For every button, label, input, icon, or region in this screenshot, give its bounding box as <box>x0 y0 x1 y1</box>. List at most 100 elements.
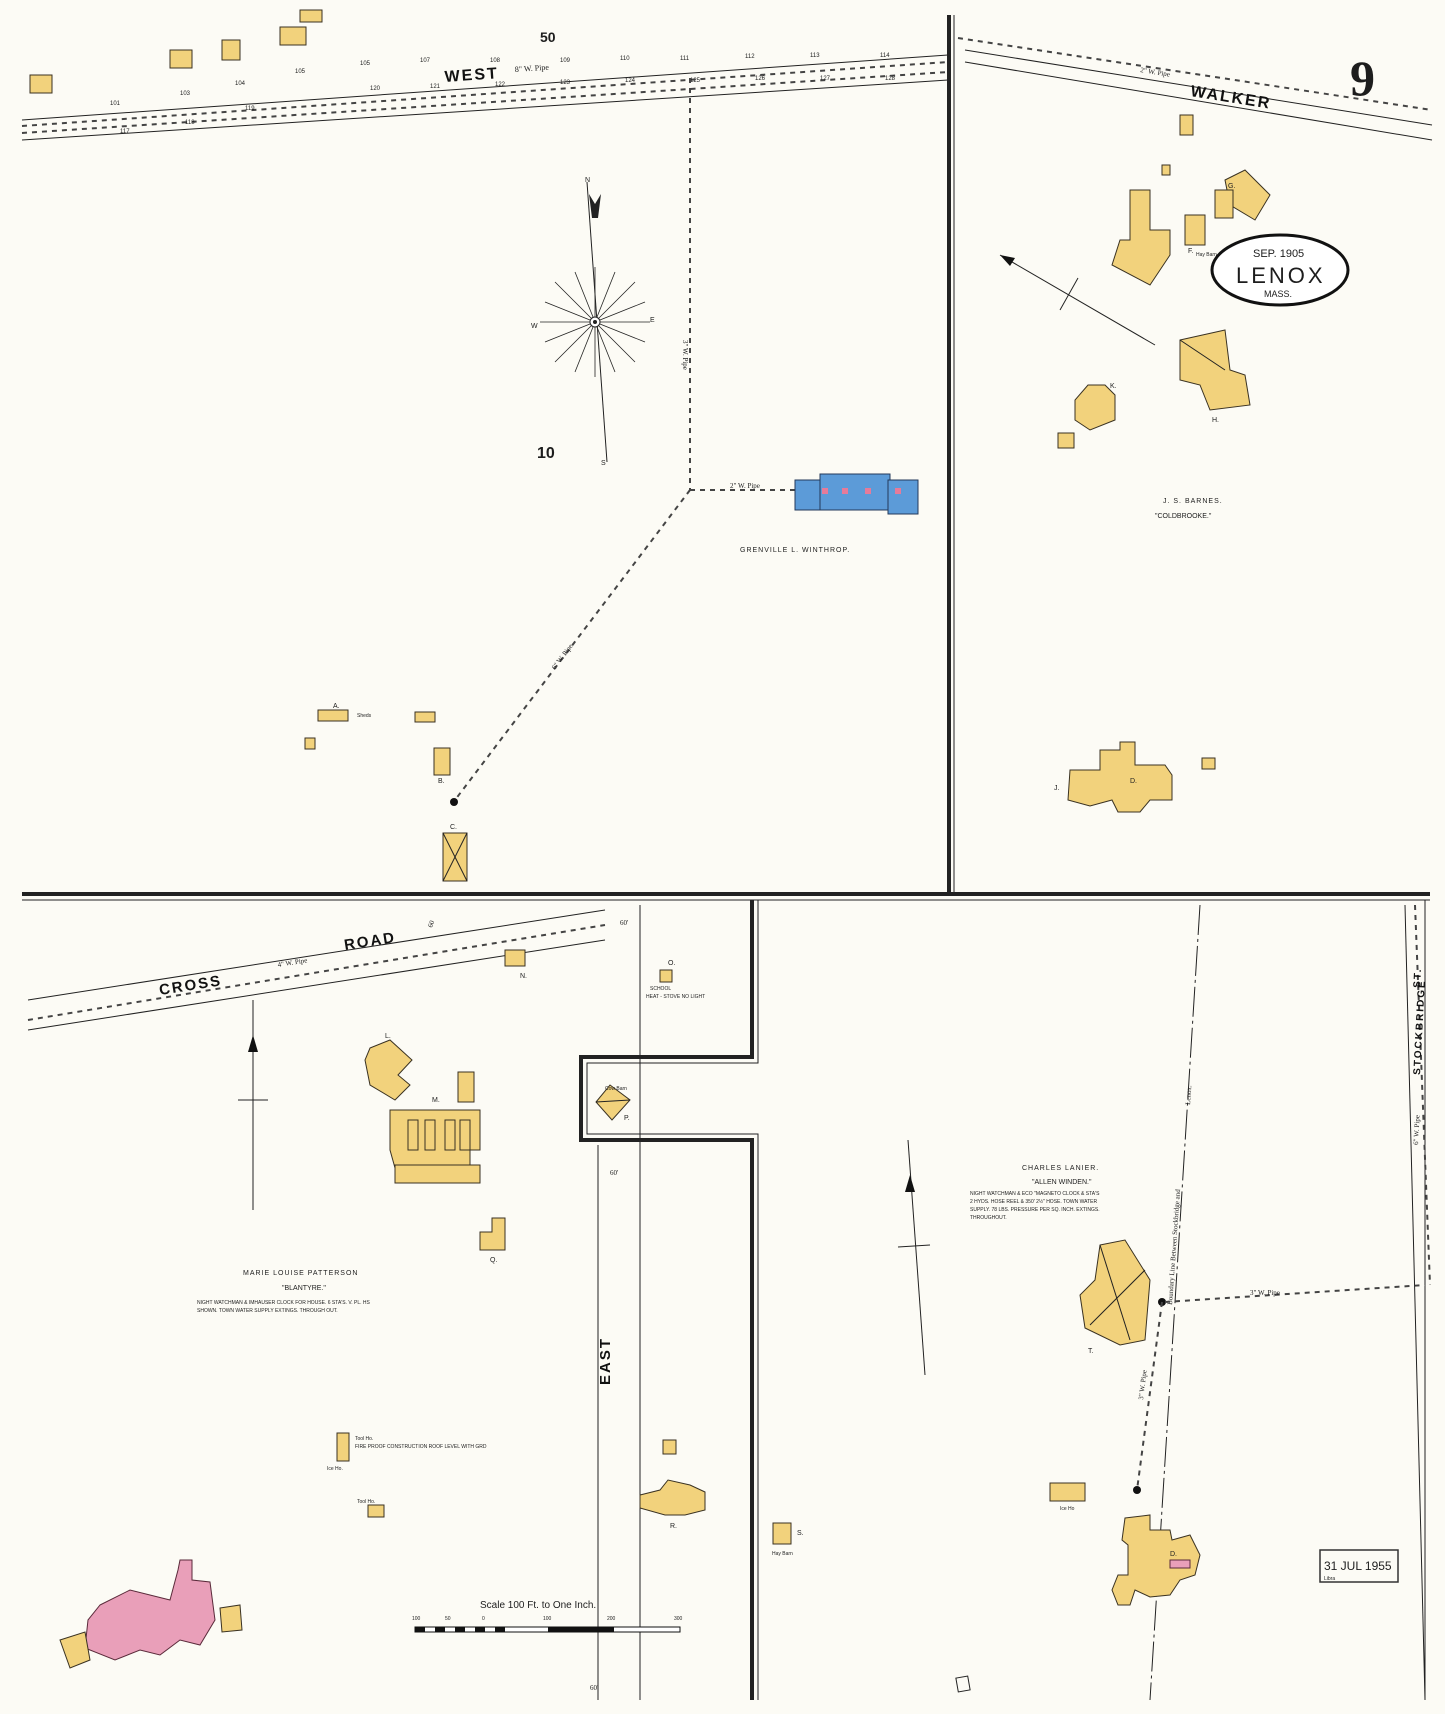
lanier-note-2: 2 HYDS. HOSE REEL & 350' 2½" HOSE. TOWN … <box>970 1198 1098 1205</box>
stamp-date: 31 JUL 1955 <box>1324 1559 1392 1573</box>
label-h: H. <box>1212 417 1219 424</box>
winthrop-house <box>794 473 919 515</box>
pipe-branch-2-label: 2" W. Pipe <box>730 482 760 490</box>
label-ice-ho-2: Ice Ho <box>1060 1506 1075 1512</box>
svg-text:0: 0 <box>482 1616 485 1622</box>
label-l: L. <box>385 1033 391 1040</box>
svg-text:109: 109 <box>560 58 571 64</box>
scale-title: Scale 100 Ft. to One Inch. <box>480 1600 596 1611</box>
lower-top-left-buildings <box>304 709 468 882</box>
west-pipe-label: 8" W. Pipe <box>515 63 550 74</box>
label-s: S. <box>797 1530 804 1537</box>
north-arrow-patterson <box>238 1000 268 1210</box>
building-top-2 <box>169 49 193 69</box>
stockbridge-street: STOCKBRIDGE ST. 6" W. Pipe <box>1404 904 1431 1701</box>
cross-width-label: 60 <box>426 919 436 929</box>
svg-text:101: 101 <box>110 101 121 107</box>
compass-n: N <box>585 177 590 184</box>
north-arrow-lanier <box>897 1139 931 1376</box>
svg-text:103: 103 <box>180 91 191 97</box>
building-q <box>479 1217 506 1251</box>
tool-house-1 <box>336 1432 350 1462</box>
lanier-note-1: NIGHT WATCHMAN & ECO "MAGNETO CLOCK & ST… <box>970 1191 1100 1197</box>
label-tool-ho-2: Tool Ho. <box>357 1499 375 1505</box>
svg-text:125: 125 <box>690 78 701 84</box>
boundary-label-2: Lenox. <box>1184 1085 1193 1105</box>
building-small-r <box>662 1439 677 1455</box>
svg-text:113: 113 <box>810 53 820 59</box>
east-width-mid: 60' <box>610 1169 618 1177</box>
label-b: B. <box>438 778 445 785</box>
building-top-3 <box>221 39 241 61</box>
building-top-4 <box>279 26 307 46</box>
st-label: ST. <box>1412 967 1424 988</box>
north-arrow-barnes <box>999 254 1156 346</box>
label-school-note: HEAT - STOVE NO LIGHT <box>646 994 705 1000</box>
svg-text:104: 104 <box>235 81 246 87</box>
barnes-owner: J. S. BARNES. <box>1163 498 1223 505</box>
label-cow-barn: Cow Barn <box>605 1086 627 1092</box>
lanier-main-house <box>1111 1514 1201 1606</box>
svg-text:121: 121 <box>430 84 441 90</box>
title-date: SEP. 1905 <box>1253 248 1304 260</box>
svg-text:107: 107 <box>420 58 431 64</box>
label-d-lanier: D. <box>1170 1551 1177 1558</box>
hydrant-lanier-2 <box>1133 1486 1141 1494</box>
block-number-top: 50 <box>540 29 556 45</box>
svg-text:200: 200 <box>607 1616 616 1622</box>
label-t: T. <box>1088 1348 1094 1355</box>
patterson-note-2: SHOWN. TOWN WATER SUPPLY EXTINGS. THROUG… <box>197 1308 338 1314</box>
road-label: ROAD <box>343 929 397 954</box>
cross-pipe-label: 4" W. Pipe <box>277 956 308 969</box>
boundary-label-1: Boundary Line Between Stockbridge and <box>1166 1189 1182 1306</box>
winthrop-label: GRENVILLE L. WINTHROP. <box>740 547 850 554</box>
patterson-estate-name: "BLANTYRE." <box>282 1285 326 1292</box>
east-width-bottom: 60' <box>590 1684 598 1692</box>
east-width-top: 60' <box>620 919 628 927</box>
cow-barn <box>595 1084 631 1121</box>
walker-street-label: WALKER <box>1189 83 1272 113</box>
title-town: LENOX <box>1236 263 1326 288</box>
cross-road: CROSS ROAD 4" W. Pipe 60 <box>27 909 606 1031</box>
svg-text:122: 122 <box>495 82 506 88</box>
tool-house-2 <box>367 1504 385 1518</box>
cross-label: CROSS <box>158 972 223 999</box>
walker-pipe-label: 2" W. Pipe <box>1140 66 1171 79</box>
svg-text:124: 124 <box>625 78 636 84</box>
label-o: O. <box>668 960 675 967</box>
title-cartouche: SEP. 1905 LENOX MASS. <box>1210 233 1350 307</box>
label-j: J. <box>1054 785 1060 792</box>
building-r <box>639 1479 706 1516</box>
svg-text:110: 110 <box>620 56 630 62</box>
label-q: Q. <box>490 1257 497 1264</box>
barnes-buildings <box>1057 114 1271 449</box>
svg-text:100: 100 <box>412 1616 421 1622</box>
patterson-owner: MARIE LOUISE PATTERSON <box>243 1270 358 1277</box>
svg-text:127: 127 <box>820 76 831 82</box>
svg-text:105: 105 <box>360 61 371 67</box>
pipe-lanier-vert <box>1136 1301 1163 1491</box>
east-street: EAST 60' 60' 60' <box>590 905 641 1700</box>
patterson-buildings <box>364 1039 506 1251</box>
svg-text:118: 118 <box>185 120 195 126</box>
lanier-estate-name: "ALLEN WINDEN." <box>1032 1179 1092 1186</box>
library-stamp: 31 JUL 1955 Libra <box>1319 1549 1399 1583</box>
svg-text:300: 300 <box>674 1616 683 1622</box>
compass-w: W <box>531 323 538 330</box>
svg-text:112: 112 <box>745 54 755 60</box>
label-sheds: Sheds <box>357 713 372 719</box>
label-g: G. <box>1228 183 1235 190</box>
block-number-left: 10 <box>537 445 555 462</box>
small-shed-outline <box>955 1675 971 1693</box>
patterson-note-1: NIGHT WATCHMAN & IMHAUSER CLOCK FOR HOUS… <box>197 1300 370 1306</box>
label-ice-ho: Ice Ho. <box>327 1466 343 1472</box>
top-left-houses <box>29 9 323 94</box>
compass-fleur-icon <box>589 194 601 218</box>
building-l <box>364 1039 413 1101</box>
svg-text:108: 108 <box>490 58 501 64</box>
hydrant-top-left <box>450 798 458 806</box>
building-s <box>772 1522 792 1545</box>
frame-east-left <box>579 900 754 1700</box>
pipe-diagonal-6 <box>454 489 691 801</box>
